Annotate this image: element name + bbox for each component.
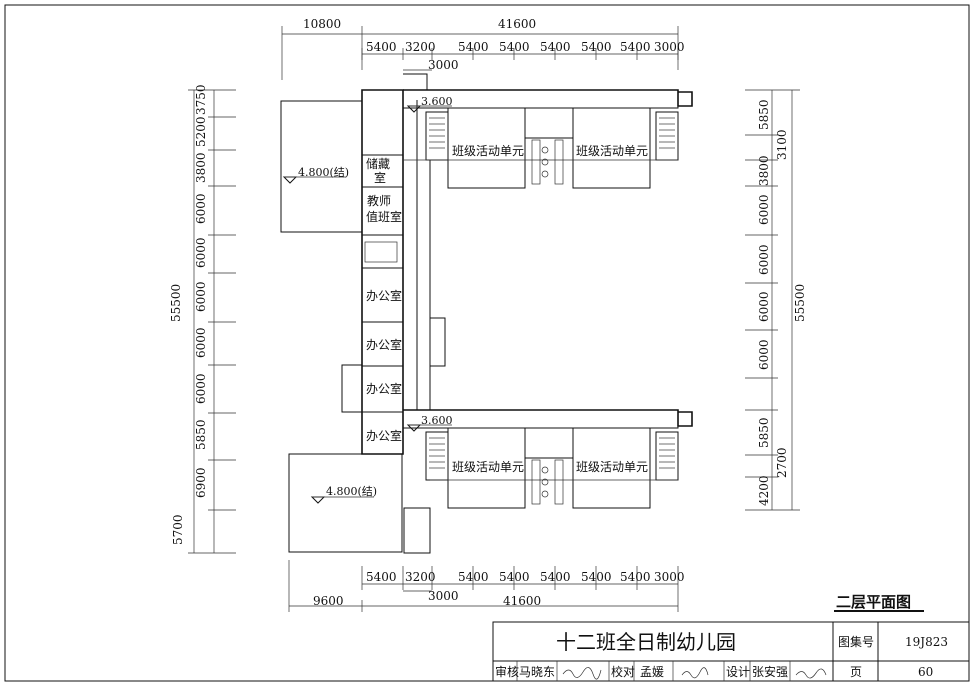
- room-office: 办公室: [366, 288, 402, 303]
- dim-left-span: 5850: [194, 419, 208, 450]
- room-office: 办公室: [366, 381, 402, 396]
- dim-bottom-span: 3000: [654, 570, 685, 584]
- check-label: 校对: [611, 664, 635, 679]
- dim-top-span: 5400: [366, 40, 397, 54]
- title-block: 十二班全日制幼儿园 图集号 19J823 审核 马晓东 校对 孟媛 设计 张安强…: [492, 621, 970, 682]
- level-floor-north: 3.600: [421, 95, 453, 108]
- room-class-unit: 班级活动单元: [452, 460, 524, 474]
- dim-right-span: 3100: [775, 129, 789, 160]
- room-labels: 班级活动单元 班级活动单元 班级活动单元 班级活动单元 储藏 室 教师 值班室 …: [366, 144, 648, 474]
- dim-right-span: 2700: [775, 447, 789, 478]
- room-storage-line2: 室: [374, 170, 386, 185]
- room-teacher-line1: 教师: [367, 193, 391, 208]
- design-signature: [795, 668, 827, 679]
- page-number: 60: [918, 665, 933, 679]
- dim-bottom-span: 5400: [366, 570, 397, 584]
- dim-bottom-span: 5400: [540, 570, 571, 584]
- sheet-border: [4, 4, 970, 682]
- dim-left-span: 3800: [194, 152, 208, 183]
- dim-bottom-span: 5400: [620, 570, 651, 584]
- dim-top-span: 3000: [654, 40, 685, 54]
- room-class-unit: 班级活动单元: [576, 144, 648, 158]
- room-teacher-line2: 值班室: [366, 209, 402, 224]
- building-walls: [280, 73, 693, 554]
- room-storage-line1: 储藏: [366, 156, 390, 171]
- dim-left-span: 3750: [194, 84, 208, 115]
- level-roof-south: 4.800(结): [326, 485, 377, 498]
- dim-left-span: 5700: [171, 514, 185, 545]
- dim-top-overall-main: 41600: [498, 17, 536, 31]
- dim-top-small: 3000: [428, 58, 459, 72]
- dim-bottom-small: 3000: [428, 589, 459, 603]
- room-office: 办公室: [366, 337, 402, 352]
- dim-left-span: 6900: [194, 467, 208, 498]
- dim-top-span: 5400: [458, 40, 489, 54]
- right-dimensions: 5850 3100 3800 6000 6000 6000 6000 5850 …: [745, 89, 807, 511]
- dim-right-span: 5850: [757, 417, 771, 448]
- dim-top-span: 5400: [581, 40, 612, 54]
- review-name: 马晓东: [519, 665, 555, 679]
- dim-bottom-overall-main: 41600: [503, 594, 541, 608]
- check-signature: [681, 667, 709, 679]
- review-signature: [562, 667, 602, 680]
- dim-bottom-span: 3200: [405, 570, 436, 584]
- dim-right-span: 6000: [757, 291, 771, 322]
- dim-top-span: 5400: [620, 40, 651, 54]
- check-name: 孟媛: [640, 665, 664, 679]
- dim-bottom-span: 5400: [499, 570, 530, 584]
- dim-right-span: 6000: [757, 339, 771, 370]
- room-class-unit: 班级活动单元: [576, 460, 648, 474]
- dim-right-span: 6000: [757, 244, 771, 275]
- dim-left-overall: 55500: [169, 284, 183, 322]
- dim-top-span: 5400: [499, 40, 530, 54]
- dim-top-overall-left: 10800: [303, 17, 341, 31]
- level-roof-north: 4.800(结): [298, 166, 349, 179]
- project-title: 十二班全日制幼儿园: [556, 630, 736, 654]
- review-label: 审核: [495, 664, 519, 679]
- drawing-title: 二层平面图: [836, 593, 911, 611]
- bottom-dimensions: 5400 3200 5400 5400 5400 5400 5400 3000 …: [288, 560, 685, 612]
- page-label: 页: [850, 665, 862, 679]
- dim-bottom-span: 5400: [458, 570, 489, 584]
- level-floor-south: 3.600: [421, 414, 453, 427]
- dim-right-span: 5850: [757, 99, 771, 130]
- dim-left-span: 6000: [194, 327, 208, 358]
- dim-bottom-span: 5400: [581, 570, 612, 584]
- left-dimensions: 55500 3750 5200 3800 6000 6000 6000 6000…: [169, 84, 236, 554]
- dim-left-span: 6000: [194, 193, 208, 224]
- design-name: 张安强: [752, 664, 788, 679]
- top-dimensions: 10800 41600 5400 3200 5400 5400 5400 540…: [281, 17, 685, 80]
- dim-right-span: 6000: [757, 194, 771, 225]
- roof-terrace-south: [288, 453, 403, 553]
- dim-top-span: 3200: [405, 40, 436, 54]
- atlas-number: 19J823: [905, 635, 948, 649]
- dim-left-span: 6000: [194, 237, 208, 268]
- room-office: 办公室: [366, 428, 402, 443]
- dim-right-span: 4200: [757, 475, 771, 506]
- atlas-label: 图集号: [838, 634, 874, 649]
- level-marks: 4.800(结) 4.800(结) 3.600 3.600: [282, 95, 453, 504]
- dim-top-span: 5400: [540, 40, 571, 54]
- dim-left-span: 6000: [194, 281, 208, 312]
- room-class-unit: 班级活动单元: [452, 144, 524, 158]
- dim-bottom-overall-left: 9600: [313, 594, 344, 608]
- dim-left-span: 6000: [194, 373, 208, 404]
- dim-left-span: 5200: [194, 116, 208, 147]
- dim-right-overall: 55500: [793, 284, 807, 322]
- dim-right-span: 3800: [757, 155, 771, 186]
- design-label: 设计: [726, 665, 750, 679]
